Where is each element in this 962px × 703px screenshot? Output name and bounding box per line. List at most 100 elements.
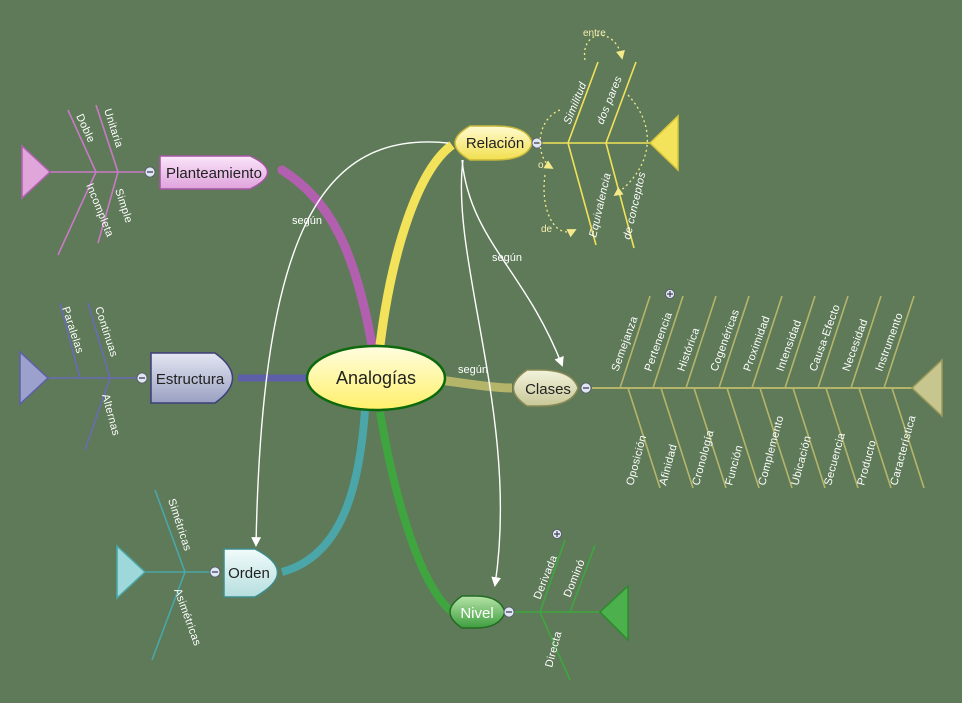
- leaf-afinidad: Afinidad: [657, 443, 680, 487]
- clases-collapse-icon[interactable]: [580, 382, 592, 394]
- clases-rib-bottom: [891, 387, 925, 489]
- connector-o: o: [538, 160, 544, 171]
- leaf-similitud: Similitud: [562, 80, 590, 126]
- leaf-dos-pares: dos pares: [595, 74, 625, 126]
- leaf-función: Función: [723, 444, 745, 487]
- clases-rib-top: [883, 295, 915, 389]
- branch-clases: [439, 375, 513, 393]
- estructura-topic[interactable]: Estructura: [150, 352, 234, 404]
- leaf-paralelas: Paralelas: [59, 305, 85, 355]
- link-relacion-orden: [251, 141, 449, 547]
- link-relacion-nivel: [460, 159, 502, 587]
- leaf-ubicación: Ubicación: [789, 434, 814, 486]
- leaf-simple: Simple: [112, 187, 134, 224]
- relacion-collapse-icon[interactable]: [531, 137, 543, 149]
- clases-rib-top: [817, 295, 849, 389]
- clases-rib-bottom: [759, 387, 793, 489]
- clases-rib-top: [619, 295, 651, 389]
- leaf-cogenéricas: Cogenéricas: [709, 308, 743, 373]
- clases-rib-bottom: [660, 387, 694, 489]
- nivel-collapse-icon[interactable]: [503, 606, 515, 618]
- clases-rib-bottom: [825, 387, 859, 489]
- branch-relacion: [375, 141, 455, 346]
- nivel-topic[interactable]: Nivel: [449, 595, 506, 629]
- leaf-asimetricas: Asimétricas: [171, 587, 203, 648]
- pertenencia-expand-icon[interactable]: [665, 289, 675, 299]
- leaf-simetricas: Simétricas: [165, 497, 193, 553]
- clases-rib-bottom: [792, 387, 826, 489]
- relacion-label: Relación: [466, 135, 524, 152]
- planteamiento-label: Planteamiento: [166, 165, 262, 182]
- leaf-incompleta: Incompleta: [83, 182, 116, 240]
- connector-de: de: [541, 224, 553, 235]
- derivada-expand-icon[interactable]: [552, 529, 562, 539]
- leaf-complemento: Complemento: [756, 414, 786, 486]
- clases-rib-bottom: [858, 387, 892, 489]
- clases-topic[interactable]: Clases: [512, 369, 579, 407]
- dotted-o: [539, 109, 561, 169]
- planteamiento-collapse-icon[interactable]: [144, 166, 156, 178]
- estructura-head: [19, 350, 50, 406]
- connector-entre: entre: [583, 28, 606, 39]
- planteamiento-head: [21, 144, 52, 200]
- nivel-fishbone: [514, 539, 600, 681]
- clases-rib-top: [850, 295, 882, 389]
- planteamiento-topic[interactable]: Planteamiento: [159, 155, 269, 190]
- clases-rib-bottom: [693, 387, 727, 489]
- leaf-de-conceptos: de conceptos: [621, 171, 648, 241]
- leaf-alternas: Alternas: [99, 393, 122, 438]
- clases-rib-bottom: [726, 387, 760, 489]
- orden-label: Orden: [228, 565, 270, 582]
- estructura-label: Estructura: [156, 371, 225, 388]
- leaf-necesidad: Necesidad: [841, 318, 871, 373]
- clases-label: Clases: [525, 381, 571, 398]
- branch-nivel: [376, 411, 455, 616]
- leaf-pertenencia: Pertenencia: [643, 310, 676, 373]
- orden-topic[interactable]: Orden: [223, 548, 279, 598]
- relacion-topic[interactable]: Relación: [454, 125, 533, 161]
- estructura-collapse-icon[interactable]: [136, 372, 148, 384]
- nivel-label: Nivel: [460, 605, 493, 622]
- link-label-segun-orden: según: [292, 215, 322, 227]
- clases-rib-top: [685, 295, 717, 389]
- central-topic-label: Analogías: [336, 368, 416, 388]
- leaf-semejanza: Semejanza: [610, 314, 641, 373]
- leaf-producto: Producto: [855, 439, 879, 487]
- clases-rib-top: [751, 295, 783, 389]
- link-label-segun-clases: según: [492, 252, 522, 264]
- leaf-causa-efecto: Causa-Efecto: [808, 303, 843, 373]
- leaf-proximidad: Proximidad: [742, 314, 773, 373]
- orden-fishbone: [145, 489, 212, 661]
- dotted-entre: [583, 34, 625, 61]
- leaf-secuencia: Secuencia: [822, 431, 848, 487]
- link-relacion-clases: [461, 159, 564, 367]
- leaf-característica: Característica: [888, 414, 918, 487]
- clases-rib-top: [784, 295, 816, 389]
- central-topic[interactable]: Analogías: [305, 344, 447, 412]
- link-label-segun-nivel: según: [458, 364, 488, 376]
- clases-rib-top: [718, 295, 750, 389]
- leaf-cronología: Cronología: [690, 428, 716, 487]
- clases-head: [910, 358, 943, 418]
- leaf-intensidad: Intensidad: [775, 318, 805, 373]
- leaf-oposición: Oposición: [624, 434, 649, 487]
- branch-planteamiento: [277, 165, 377, 350]
- estructura-fishbone: [48, 302, 140, 451]
- orden-collapse-icon[interactable]: [209, 566, 221, 578]
- leaf-instrumento: Instrumento: [874, 311, 906, 373]
- leaf-directa: Directa: [543, 629, 564, 668]
- leaf-domino: Dominó: [562, 558, 588, 599]
- leaf-unitaria: Unitaria: [101, 107, 125, 150]
- leaf-equivalencia: Equivalencia: [587, 172, 614, 239]
- planteamiento-fishbone: [50, 104, 148, 256]
- nivel-head: [598, 584, 629, 642]
- relacion-head: [648, 114, 679, 172]
- orden-head: [116, 544, 147, 600]
- branch-orden: [280, 409, 369, 576]
- clases-rib-top: [652, 295, 684, 389]
- dotted-de: [543, 174, 577, 238]
- clases-rib-bottom: [627, 387, 661, 489]
